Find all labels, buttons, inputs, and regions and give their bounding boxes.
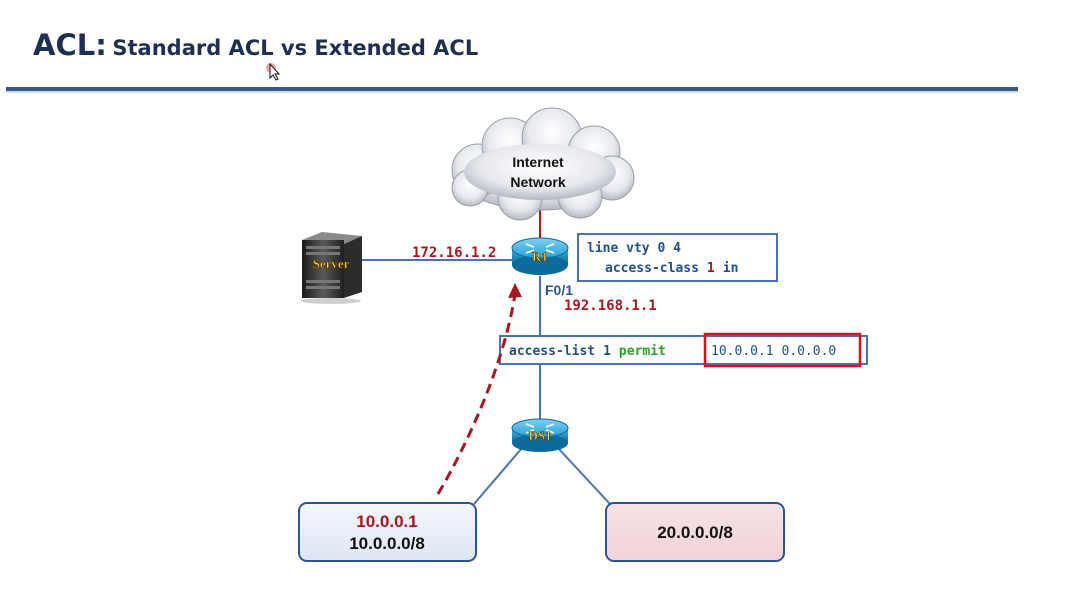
cloud-icon: Internet Network (451, 107, 635, 221)
host-left-ip: 10.0.0.1 (356, 512, 417, 531)
vty-access-class-number: 1 (707, 261, 715, 276)
acl-match: 10.0.0.1 0.0.0.0 (711, 344, 836, 359)
cloud-label-line2: Network (510, 174, 565, 190)
host-left: 10.0.0.1 10.0.0.0/8 (298, 502, 477, 562)
server-label: Server (313, 256, 350, 271)
vty-line-1: line vty 0 4 (587, 241, 681, 256)
router-interface-ip: 192.168.1.1 (564, 298, 657, 314)
server-link-ip: 172.16.1.2 (412, 245, 496, 261)
host-left-network: 10.0.0.0/8 (349, 534, 425, 553)
switch-label: DS1 (528, 428, 551, 443)
vty-direction: in (723, 261, 739, 276)
title-subtitle: Standard ACL vs Extended ACL (112, 36, 479, 60)
switch-icon: DS1 (511, 418, 569, 452)
vty-config-box: line vty 0 4 access-class 1 in (577, 233, 778, 282)
router-interface-label: F0/1 (545, 282, 573, 298)
acl-number: 1 (603, 344, 611, 359)
title-main: ACL: (33, 28, 107, 62)
traffic-arrow (436, 283, 522, 495)
vty-line-2: access-class 1 in (605, 261, 738, 276)
acl-statement-text: access-list 1 permit (509, 344, 666, 359)
host-right-network: 20.0.0.0/8 (657, 523, 733, 542)
host-right: 20.0.0.0/8 (605, 502, 785, 562)
router-icon: R1 (511, 237, 569, 275)
slide-title: ACL: Standard ACL vs Extended ACL (33, 28, 478, 62)
cloud-label-line1: Internet (512, 154, 564, 170)
acl-statement-box: access-list 1 permit 10.0.0.1 0.0.0.0 (499, 332, 868, 368)
vty-access-class: access-class (605, 261, 699, 276)
title-rule (6, 87, 1018, 93)
switch-left-host-link (473, 447, 523, 505)
mouse-cursor-icon (266, 62, 281, 81)
acl-action: permit (619, 344, 666, 359)
switch-right-host-link (557, 447, 611, 505)
acl-keyword: access-list (509, 344, 595, 359)
server-icon: Server (301, 232, 362, 304)
router-label: R1 (532, 249, 548, 264)
